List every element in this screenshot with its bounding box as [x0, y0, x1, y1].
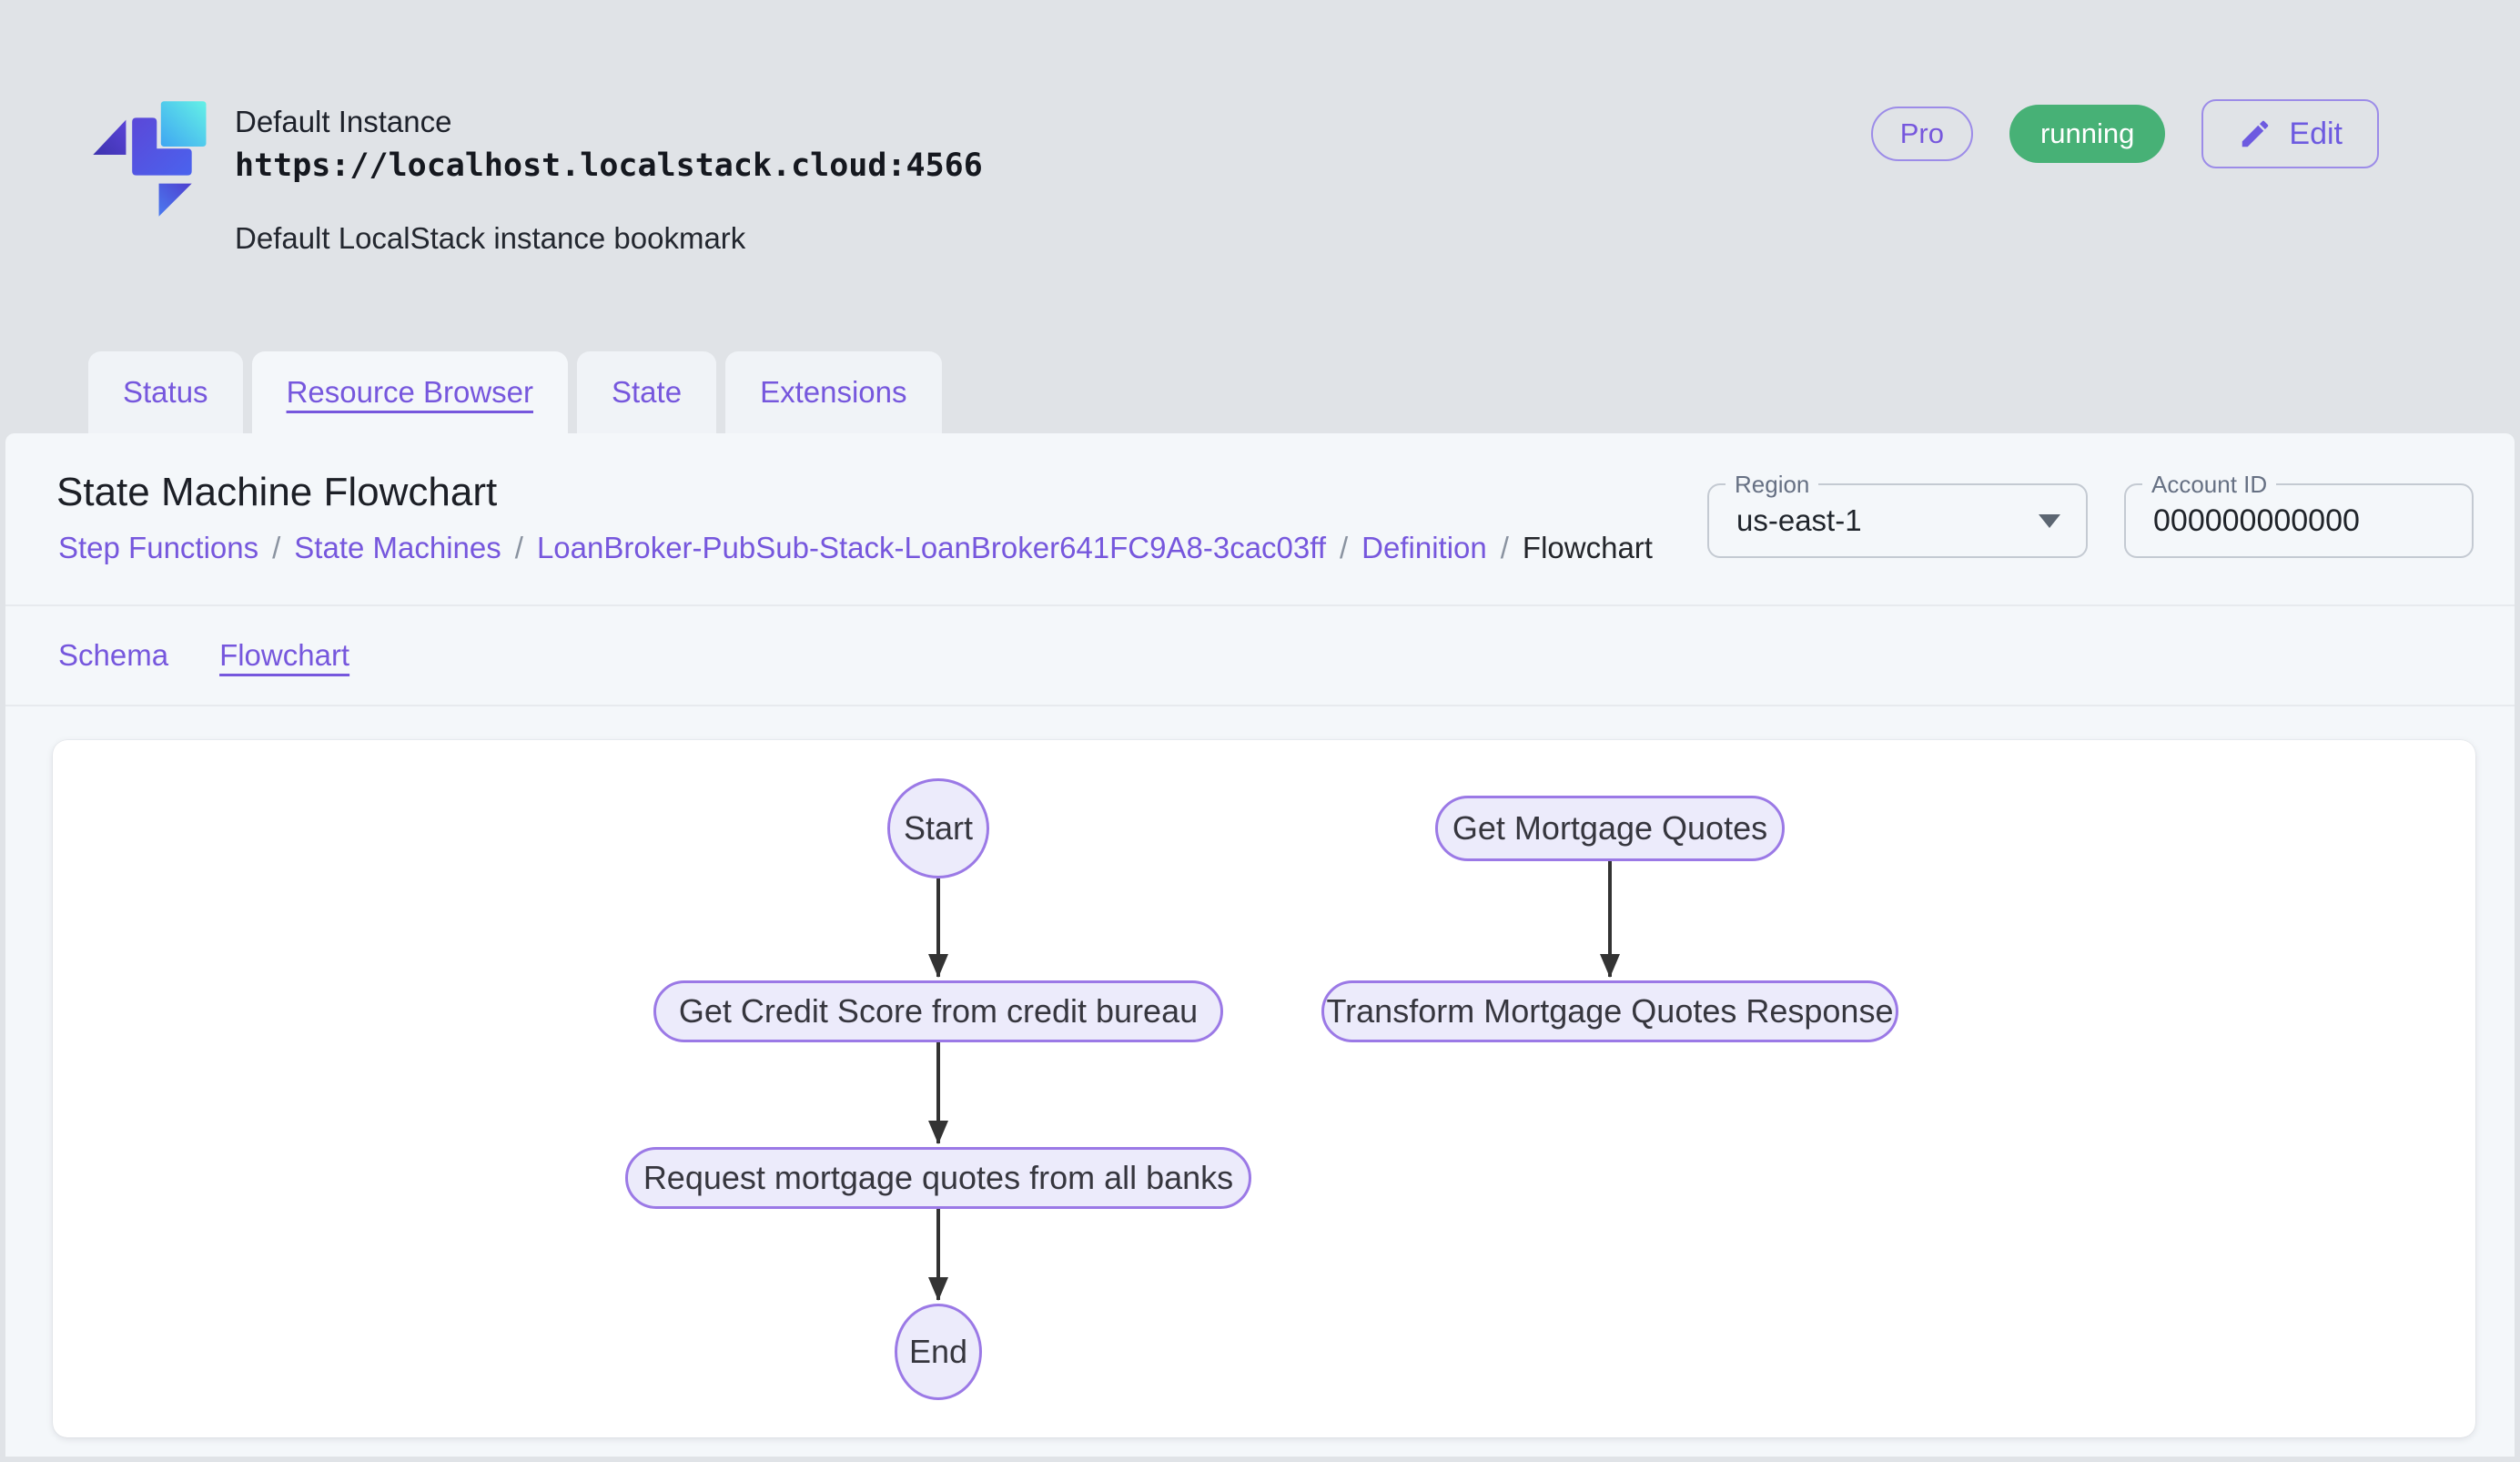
breadcrumb-current: Flowchart: [1522, 531, 1653, 564]
instance-description: Default LocalStack instance bookmark: [235, 221, 746, 255]
tab-state[interactable]: State: [577, 351, 717, 433]
flowchart-node-transform-response: Transform Mortgage Quotes Response: [1321, 980, 1898, 1042]
panel-header: State Machine Flowchart Step Functions /…: [5, 433, 2515, 606]
breadcrumb: Step Functions / State Machines / LoanBr…: [58, 531, 1653, 565]
resource-browser-panel: State Machine Flowchart Step Functions /…: [5, 433, 2515, 1457]
status-badge: running: [2009, 105, 2166, 163]
panel-controls: Region us-east-1 Account ID: [1707, 471, 2474, 558]
breadcrumb-separator: /: [272, 531, 281, 564]
definition-subtabs: Schema Flowchart: [5, 606, 2515, 706]
flowchart-node-get-credit-score: Get Credit Score from credit bureau: [653, 980, 1223, 1042]
account-id-field: Account ID: [2124, 471, 2474, 558]
flowchart-card: Start Get Credit Score from credit burea…: [53, 740, 2475, 1437]
tab-status[interactable]: Status: [88, 351, 243, 433]
pro-badge: Pro: [1870, 107, 1973, 161]
breadcrumb-separator: /: [1340, 531, 1349, 564]
breadcrumb-state-machine-id[interactable]: LoanBroker-PubSub-Stack-LoanBroker641FC9…: [536, 531, 1326, 564]
instance-name: Default Instance: [235, 105, 452, 138]
instance-header: Default Instance https://localhost.local…: [0, 0, 2520, 351]
tab-resource-browser[interactable]: Resource Browser: [251, 351, 568, 433]
pencil-icon: [2242, 120, 2269, 147]
main-tabs: Status Resource Browser State Extensions: [88, 351, 942, 433]
edit-button[interactable]: Edit: [2201, 99, 2379, 168]
page-title: State Machine Flowchart: [56, 470, 498, 514]
breadcrumb-state-machines[interactable]: State Machines: [294, 531, 501, 564]
edit-button-label: Edit: [2289, 116, 2343, 151]
tab-extensions[interactable]: Extensions: [725, 351, 942, 433]
subtab-schema[interactable]: Schema: [58, 638, 169, 672]
breadcrumb-step-functions[interactable]: Step Functions: [58, 531, 259, 564]
region-label: Region: [1726, 471, 1819, 498]
chevron-down-icon: [2039, 514, 2060, 528]
flowchart-node-request-quotes: Request mortgage quotes from all banks: [625, 1147, 1251, 1209]
instance-url: https://localhost.localstack.cloud:4566: [235, 147, 983, 184]
region-select[interactable]: Region us-east-1: [1707, 471, 2088, 558]
breadcrumb-separator: /: [1500, 531, 1509, 564]
instance-actions: Pro running Edit: [1870, 98, 2379, 169]
breadcrumb-definition[interactable]: Definition: [1361, 531, 1487, 564]
flowchart-node-get-mortgage-quotes: Get Mortgage Quotes: [1435, 796, 1785, 861]
region-value: us-east-1: [1736, 503, 1862, 537]
account-id-input[interactable]: [2126, 485, 2472, 556]
flowchart-edges: [928, 861, 1620, 1301]
localstack-logo: [93, 101, 207, 217]
flowchart-node-end: End: [895, 1304, 982, 1400]
breadcrumb-separator: /: [514, 531, 523, 564]
flowchart-node-start: Start: [887, 778, 989, 878]
subtab-flowchart[interactable]: Flowchart: [219, 638, 350, 672]
instance-info: Default Instance https://localhost.local…: [235, 102, 983, 259]
